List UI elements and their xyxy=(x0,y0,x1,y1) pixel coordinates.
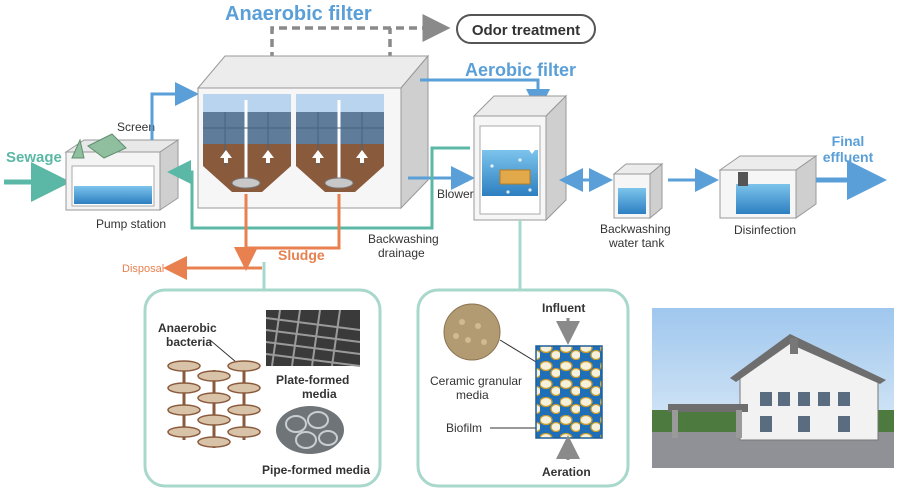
aerobic-filter-label: Aerobic filter xyxy=(465,60,576,80)
pump-station xyxy=(64,133,180,211)
plate-media-photo xyxy=(265,309,361,367)
disinfection-label: Disinfection xyxy=(734,223,796,237)
anaerobic-bacteria-label-2: bacteria xyxy=(166,335,212,349)
ceramic-media-label-2: media xyxy=(456,388,489,402)
biofilm-label: Biofilm xyxy=(446,421,482,435)
diagram-title: Anaerobic filter xyxy=(225,3,372,25)
plate-discs-illustration xyxy=(167,360,261,448)
backwashing-water-tank xyxy=(612,162,664,220)
final-effluent-label-1: Final xyxy=(832,133,865,149)
backwashing-drainage-line xyxy=(167,146,470,230)
influent-label: Influent xyxy=(542,301,585,315)
ceramic-media-label-1: Ceramic granular xyxy=(430,374,522,388)
backwash-tank-label-2: water tank xyxy=(608,236,665,250)
disinfection-tank xyxy=(718,155,818,219)
plate-media-label-1: Plate-formed xyxy=(276,373,349,387)
facility-photo xyxy=(652,308,894,468)
pump-station-label: Pump station xyxy=(96,217,166,231)
pipe-media-label: Pipe-formed media xyxy=(262,463,370,477)
ceramic-media-photo xyxy=(443,303,501,361)
backwashing-drainage-label-1: Backwashing xyxy=(368,232,439,246)
ceramic-texture xyxy=(453,319,487,345)
aeration-label: Aeration xyxy=(542,465,591,479)
bacteria-pointer xyxy=(209,339,237,363)
backwashing-drainage-label-2: drainage xyxy=(378,246,425,260)
odor-treatment-label: Odor treatment xyxy=(472,22,580,39)
plate-media-label-2: media xyxy=(302,387,337,401)
anaerobic-bacteria-label-1: Anaerobic xyxy=(158,321,217,335)
odor-treatment-box xyxy=(456,14,596,44)
odor-flow-arrow xyxy=(270,14,451,60)
anaerobic-filter-tank xyxy=(196,54,430,210)
final-effluent-label-2: effluent xyxy=(823,149,874,165)
pump-to-filter-arrow xyxy=(150,82,199,140)
backwash-tank-label-1: Backwashing xyxy=(600,222,671,236)
pipe-media-photo xyxy=(276,406,344,454)
aerobic-filter-tank xyxy=(472,94,568,222)
blower-label: Blower xyxy=(437,187,474,201)
sewage-label: Sewage xyxy=(6,149,62,166)
screen-label: Screen xyxy=(117,120,155,134)
disposal-label: Disposal xyxy=(122,263,164,275)
sludge-label: Sludge xyxy=(278,247,325,263)
granular-media-column xyxy=(535,345,603,439)
